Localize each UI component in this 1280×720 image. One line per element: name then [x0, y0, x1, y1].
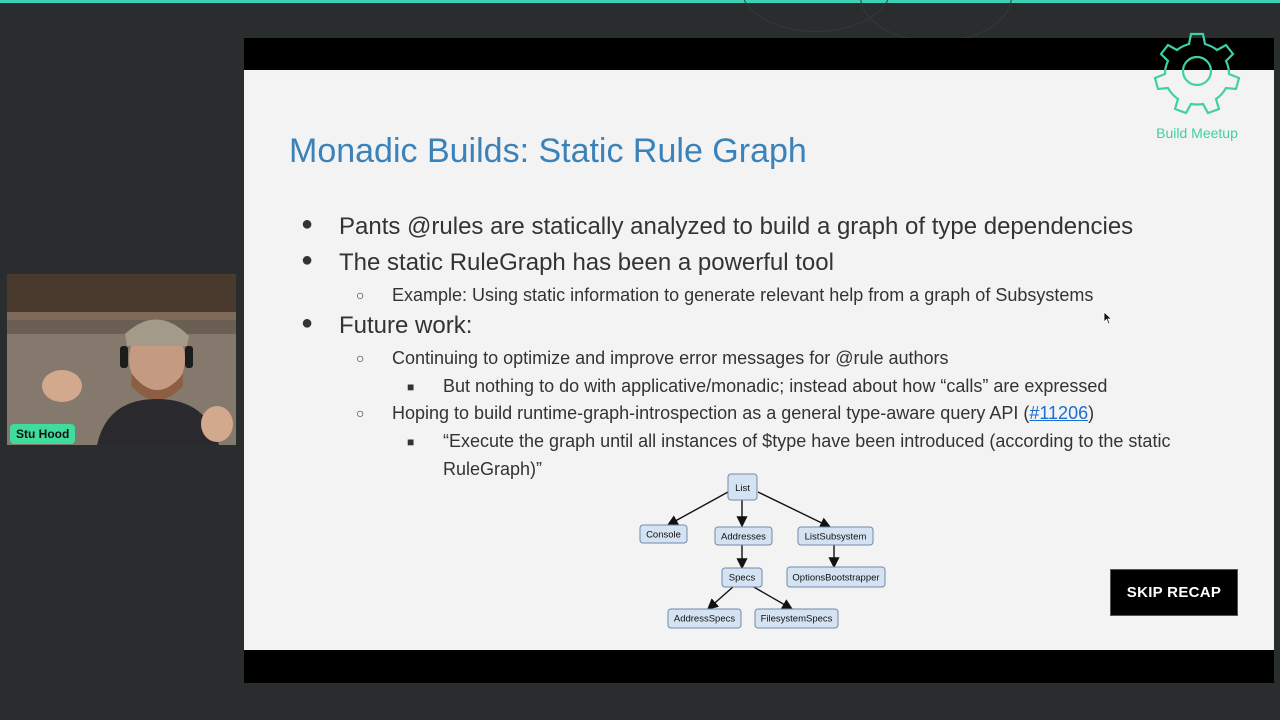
bullet-marker: ■	[407, 380, 415, 394]
rule-graph-diagram: List Console Addresses ListSubsystem Spe…	[639, 473, 886, 629]
node-list-subsystem	[797, 526, 874, 546]
node-label-filesystem-specs: FilesystemSpecs	[761, 614, 833, 625]
node-addresses	[714, 526, 773, 546]
speaker-name-tag: Stu Hood	[10, 424, 76, 444]
bullet-text: Pants @rules are statically analyzed to …	[339, 213, 1134, 240]
edge	[706, 585, 735, 610]
bullet-text-prefix: Hoping to build runtime-graph-introspect…	[392, 403, 1030, 423]
bullet-text: Future work:	[339, 312, 473, 339]
bullet-marker: ●	[301, 213, 314, 235]
node-label-addresses: Addresses	[721, 532, 766, 543]
webcam-video-placeholder	[7, 274, 236, 445]
node-list	[727, 473, 758, 501]
node-specs	[721, 567, 763, 588]
logo-text: Build Meetup	[1156, 125, 1238, 141]
skip-recap-button[interactable]: SKIP RECAP	[1110, 569, 1238, 616]
node-console	[639, 524, 688, 544]
mouse-cursor-icon	[1103, 311, 1113, 325]
node-filesystem-specs	[754, 608, 839, 629]
bullet-marker: ●	[301, 312, 314, 334]
gear-icon	[1153, 32, 1241, 115]
edge	[757, 491, 832, 528]
speaker-webcam	[7, 274, 236, 445]
bullet-text-suffix: )	[1088, 403, 1095, 423]
bullet-text: Continuing to optimize and improve error…	[392, 348, 949, 368]
node-label-options-bootstrapper: OptionsBootstrapper	[792, 573, 879, 584]
bullet-marker: ■	[407, 435, 415, 449]
node-address-specs	[667, 608, 742, 629]
edge	[751, 585, 794, 610]
issue-link[interactable]: #11206	[1029, 403, 1089, 423]
bullet-text: The static RuleGraph has been a powerful…	[339, 249, 834, 276]
presentation-slide: Monadic Builds: Static Rule Graph ● Pant…	[244, 70, 1274, 650]
bullet-marker: ●	[301, 249, 314, 271]
node-label-list: List	[735, 483, 750, 494]
node-label-console: Console	[646, 530, 681, 541]
bullet-text: Hoping to build runtime-graph-introspect…	[392, 403, 1094, 424]
top-accent-bar	[0, 0, 1280, 3]
node-options-bootstrapper	[786, 566, 886, 588]
bullet-text: But nothing to do with applicative/monad…	[443, 376, 1108, 396]
bullet-marker: ○	[356, 287, 365, 303]
bullet-marker: ○	[356, 405, 365, 421]
node-label-list-subsystem: ListSubsystem	[805, 532, 867, 543]
node-label-specs: Specs	[729, 573, 756, 584]
slide-title: Monadic Builds: Static Rule Graph	[289, 132, 807, 170]
background-decoration	[860, 0, 1012, 42]
node-label-address-specs: AddressSpecs	[674, 614, 736, 625]
bullet-text: “Execute the graph until all instances o…	[443, 431, 1171, 479]
bullet-text: Example: Using static information to gen…	[392, 285, 1094, 305]
bullet-marker: ○	[356, 350, 365, 366]
edge	[666, 491, 729, 526]
